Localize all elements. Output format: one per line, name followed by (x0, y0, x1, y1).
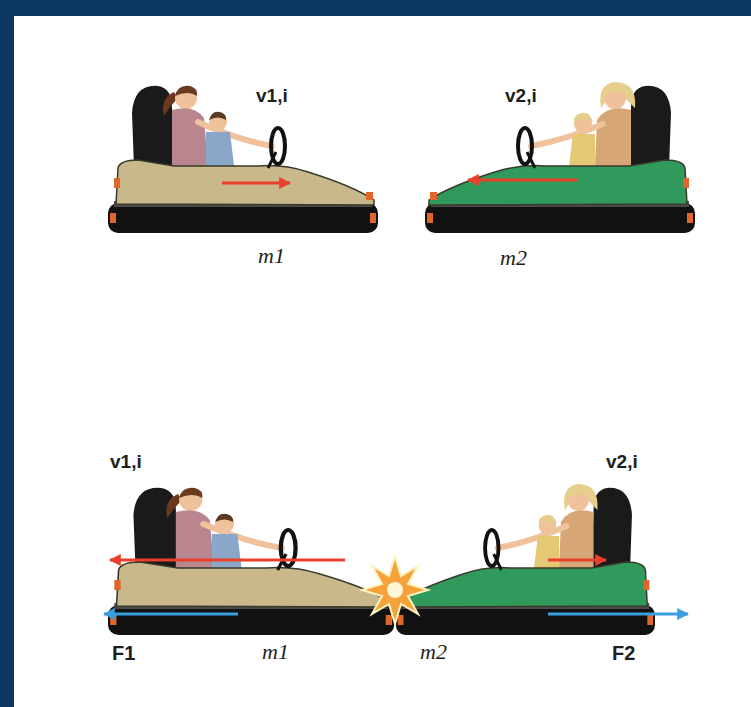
mass-label: m1 (258, 244, 285, 268)
velocity-label: v2,i (606, 452, 638, 473)
mass-label: m2 (500, 246, 527, 270)
velocity-label: v1,i (256, 86, 288, 107)
mass-label: m1 (262, 640, 289, 664)
force-label: F1 (112, 642, 135, 664)
velocity-label: v1,i (110, 452, 142, 473)
mass-label: m2 (420, 640, 447, 664)
velocity-label: v2,i (505, 86, 537, 107)
force-label: F2 (612, 642, 635, 664)
